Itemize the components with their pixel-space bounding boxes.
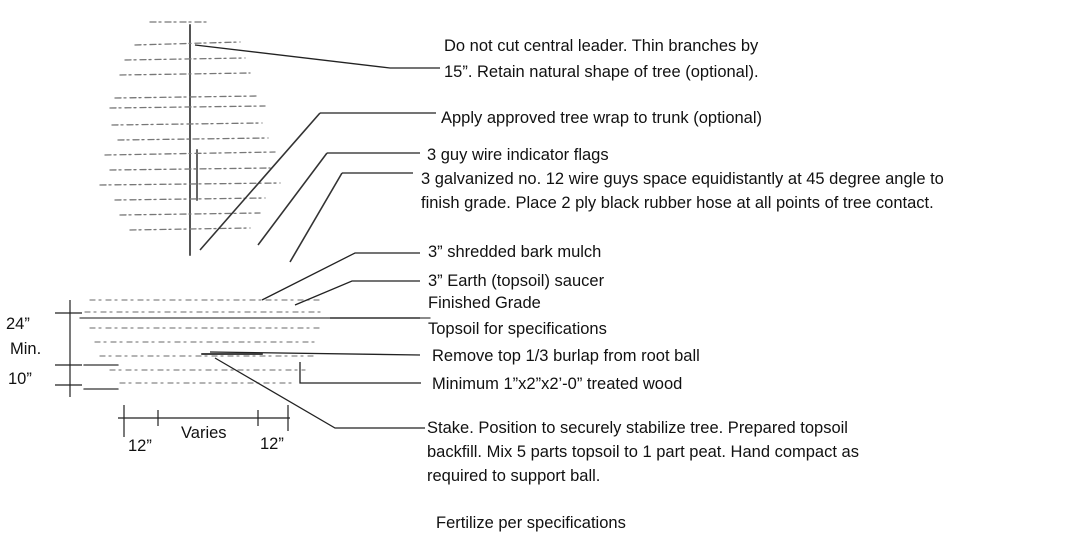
- note-earth-saucer: 3” Earth (topsoil) saucer: [428, 272, 605, 290]
- note-topsoil-specs: Topsoil for specifications: [428, 320, 607, 338]
- dimension-depth-24: 24”: [6, 315, 30, 333]
- note-treated-wood: Minimum 1”x2”x2’-0” treated wood: [432, 375, 683, 393]
- note-finished-grade: Finished Grade: [428, 294, 541, 312]
- dimension-width-left: 12”: [128, 437, 152, 455]
- note-indicator-flags: 3 guy wire indicator flags: [427, 146, 609, 164]
- note-fertilize: Fertilize per specifications: [436, 514, 626, 532]
- leader-lines: [194, 44, 440, 429]
- note-wire-guys-line1: 3 galvanized no. 12 wire guys space equi…: [421, 170, 944, 188]
- note-remove-burlap: Remove top 1/3 burlap from root ball: [432, 347, 700, 365]
- dimension-lines: [55, 300, 290, 437]
- note-stake-line1: Stake. Position to securely stabilize tr…: [427, 419, 848, 437]
- note-central-leader-line1: Do not cut central leader. Thin branches…: [444, 37, 759, 55]
- dimension-width-varies: Varies: [181, 424, 227, 442]
- note-wire-guys-line2: finish grade. Place 2 ply black rubber h…: [421, 194, 934, 212]
- dimension-depth-10: 10”: [8, 370, 32, 388]
- note-bark-mulch: 3” shredded bark mulch: [428, 243, 602, 261]
- dimension-depth-min: Min.: [10, 340, 42, 358]
- tree-sketch: [79, 21, 431, 390]
- dimension-width-right: 12”: [260, 435, 284, 453]
- guy-wires: [199, 112, 343, 263]
- note-central-leader-line2: 15”. Retain natural shape of tree (optio…: [444, 63, 759, 81]
- note-stake-line3: required to support ball.: [427, 467, 601, 485]
- note-tree-wrap: Apply approved tree wrap to trunk (optio…: [441, 109, 763, 127]
- note-stake-line2: backfill. Mix 5 parts topsoil to 1 part …: [427, 443, 859, 461]
